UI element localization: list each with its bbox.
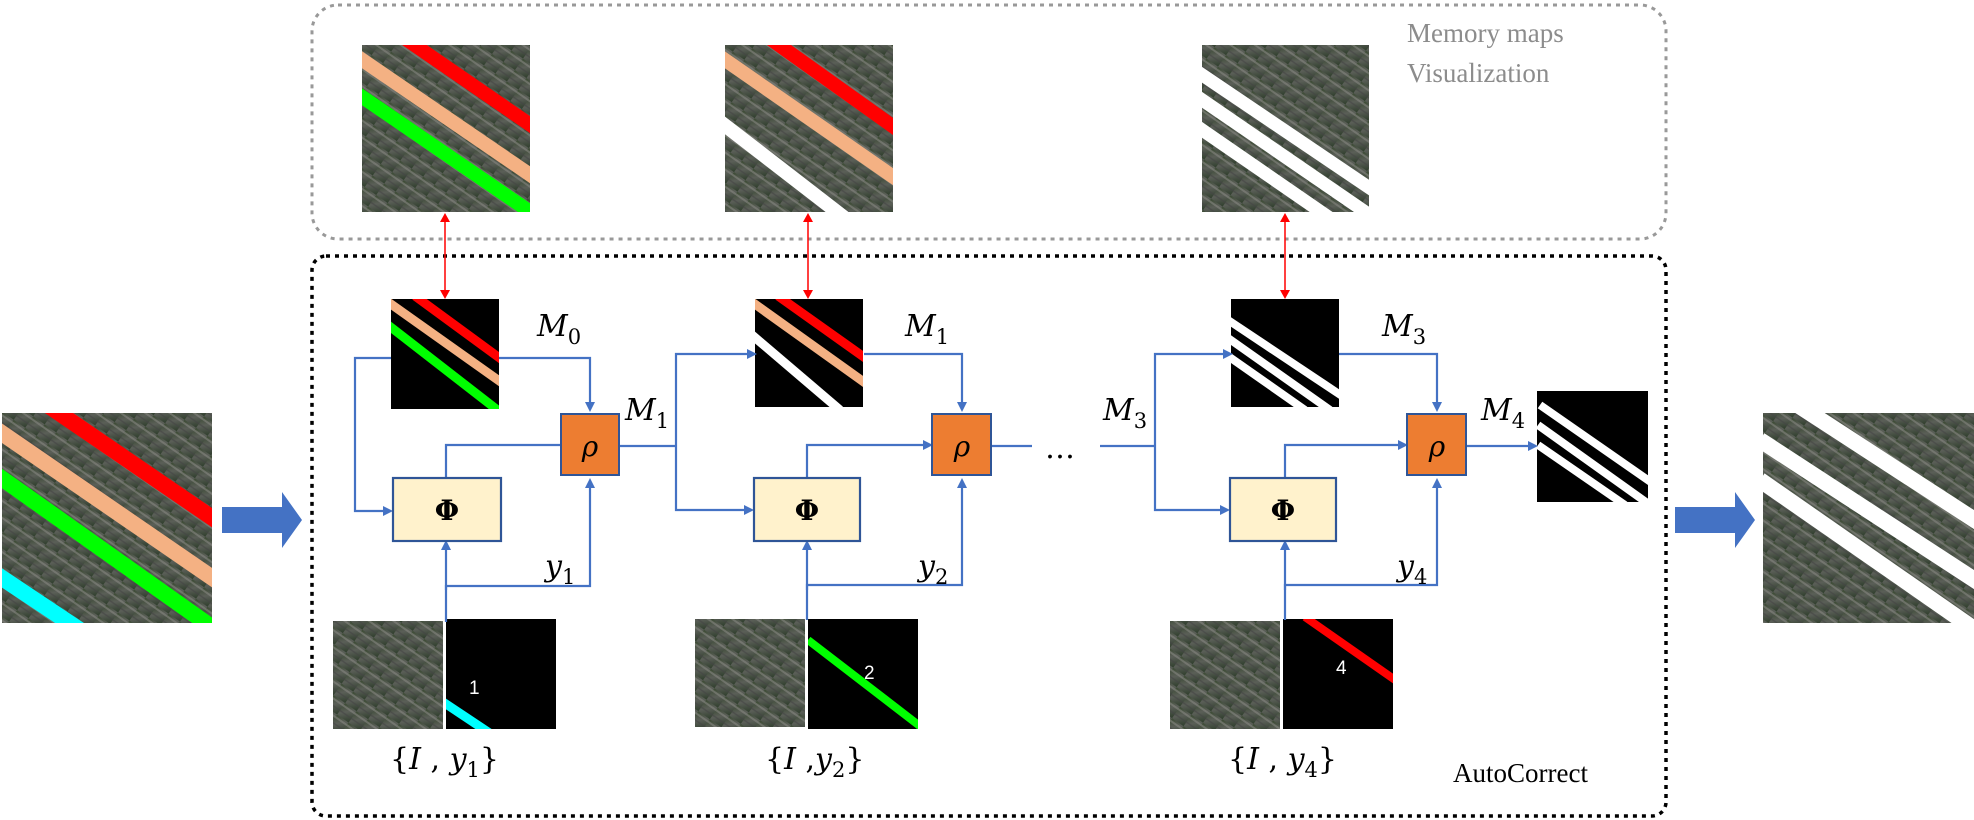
rho-label-2: ρ xyxy=(953,430,971,463)
input-image-2 xyxy=(695,619,805,727)
autocorrect-label: AutoCorrect xyxy=(1453,758,1588,788)
label-y4: y4 xyxy=(1395,549,1427,589)
label-m1-in: M1 xyxy=(624,393,669,433)
input-image-4 xyxy=(1170,621,1280,729)
label-number-4: 4 xyxy=(1336,658,1347,679)
rho-box-3: ρ xyxy=(1406,413,1467,476)
memory-map-m3 xyxy=(1231,299,1339,407)
label-m0: M0 xyxy=(536,309,581,349)
flow-lines xyxy=(353,352,1530,622)
label-map-y1 xyxy=(446,619,556,729)
memory-maps-panel xyxy=(310,3,1668,241)
autocorrect-panel xyxy=(310,254,1668,818)
phi-box-1: Φ xyxy=(391,476,503,543)
memory-vis-3 xyxy=(1202,45,1369,212)
big-arrow-out xyxy=(1675,492,1755,548)
label-m3-out: M3 xyxy=(1381,309,1426,349)
label-map-y2 xyxy=(808,619,918,729)
rho-label-1: ρ xyxy=(581,430,599,463)
ellipsis: … xyxy=(1045,431,1075,466)
memory-map-m4 xyxy=(1537,391,1648,502)
input-image-1 xyxy=(333,621,443,729)
phi-label-3: Φ xyxy=(1271,494,1295,527)
label-map-y4 xyxy=(1283,619,1393,729)
memory-vis-2 xyxy=(725,45,893,212)
memory-link-arrows xyxy=(440,213,1290,299)
label-number-2: 2 xyxy=(864,663,875,684)
phi-box-2: Φ xyxy=(752,476,862,543)
memory-map-m0 xyxy=(391,299,499,409)
rho-box-2: ρ xyxy=(931,413,992,476)
label-m1-out: M1 xyxy=(904,309,949,349)
flow-arrowheads xyxy=(383,349,1538,550)
label-m3-in: M3 xyxy=(1102,393,1147,433)
memory-panel-title-2: Visualization xyxy=(1407,58,1550,88)
memory-map-m1 xyxy=(755,299,863,407)
label-y2: y2 xyxy=(916,549,948,589)
input-set-label-1: {I , y1} xyxy=(390,742,499,782)
phi-label-1: Φ xyxy=(435,494,459,527)
phi-label-2: Φ xyxy=(795,494,819,527)
label-m4: M4 xyxy=(1480,393,1525,433)
rho-box-1: ρ xyxy=(560,413,620,476)
label-number-1: 1 xyxy=(469,678,480,699)
label-y1: y1 xyxy=(543,549,575,589)
big-arrow-in xyxy=(222,492,302,548)
memory-panel-title-1: Memory maps xyxy=(1407,18,1564,48)
memory-vis-1 xyxy=(362,45,530,212)
input-set-label-3: {I , y4} xyxy=(1228,742,1337,782)
output-corrected-image xyxy=(1763,413,1974,623)
rho-label-3: ρ xyxy=(1428,430,1446,463)
input-set-label-2: {I ,y2} xyxy=(765,742,864,782)
input-noisy-label-image xyxy=(2,413,212,623)
phi-box-3: Φ xyxy=(1228,476,1338,543)
